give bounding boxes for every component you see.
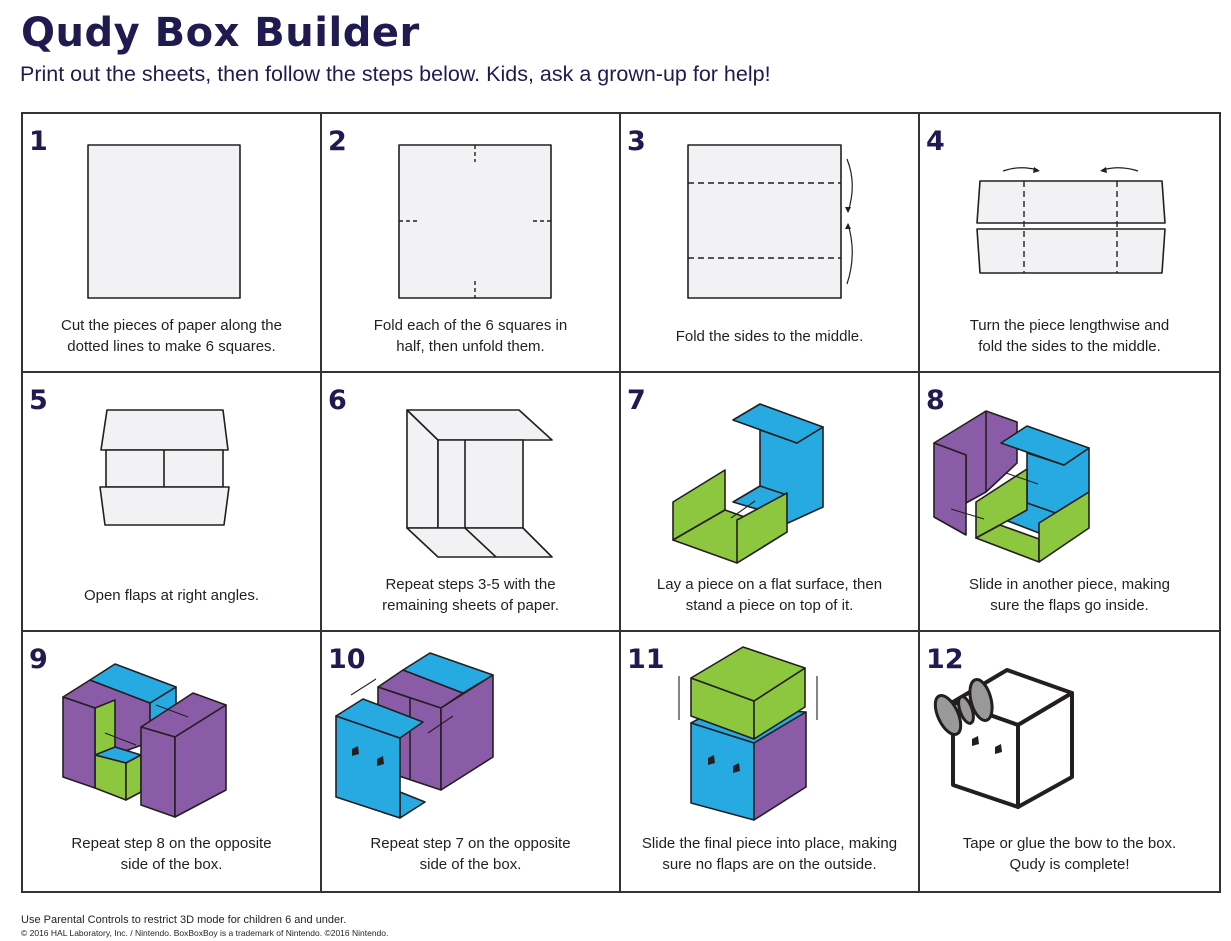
step-number: 5 <box>29 385 48 416</box>
step-number: 10 <box>328 644 366 675</box>
page-title: Qudy Box Builder <box>21 10 420 56</box>
face-piece-illustration <box>335 652 494 819</box>
first-two-pieces-illustration <box>672 403 824 564</box>
step-caption: Fold the sides to the middle. <box>675 327 864 345</box>
third-piece-illustration <box>62 663 227 818</box>
step-number: 12 <box>926 644 964 675</box>
fold-sides-illustration <box>687 144 853 299</box>
step-5: 5 Open flaps at right angles. <box>23 373 322 632</box>
step-number: 2 <box>328 126 347 157</box>
final-piece-illustration <box>678 646 818 821</box>
copyright: © 2016 HAL Laboratory, Inc. / Nintendo. … <box>21 928 389 938</box>
step-number: 1 <box>29 126 48 157</box>
parental-notice: Use Parental Controls to restrict 3D mod… <box>21 914 347 926</box>
step-number: 4 <box>926 126 945 157</box>
step-number: 8 <box>926 385 945 416</box>
step-12: 12 Tape or glue the bow to the box.Qudy … <box>920 632 1219 891</box>
step-caption: Slide the final piece into place, making… <box>641 835 898 873</box>
qudy-eyes-icon <box>352 746 384 766</box>
open-flaps-illustration <box>99 409 230 526</box>
qudy-eyes-icon <box>708 755 740 773</box>
step-number: 7 <box>627 385 646 416</box>
repeat-pieces-illustration <box>406 409 553 558</box>
step-3: 3 Fold the sides to the middle. <box>621 114 920 373</box>
page-subtitle: Print out the sheets, then follow the st… <box>20 62 771 86</box>
bow-icon <box>933 678 994 736</box>
step-number: 9 <box>29 644 48 675</box>
qudy-eyes-icon <box>972 736 1002 754</box>
paper-square-illustration <box>87 144 241 299</box>
completed-qudy-illustration <box>933 668 1074 809</box>
step-number: 3 <box>627 126 646 157</box>
lengthwise-fold-illustration <box>976 167 1166 274</box>
slide-piece-illustration <box>933 410 1090 563</box>
folded-square-illustration <box>398 144 552 299</box>
step-caption: Tape or glue the bow to the box.Qudy is … <box>962 835 1177 873</box>
step-number: 6 <box>328 385 347 416</box>
step-number: 11 <box>627 644 665 675</box>
step-caption: Open flaps at right angles. <box>83 586 260 604</box>
step-11: 11 Slide the final piece into place, mak… <box>621 632 920 891</box>
